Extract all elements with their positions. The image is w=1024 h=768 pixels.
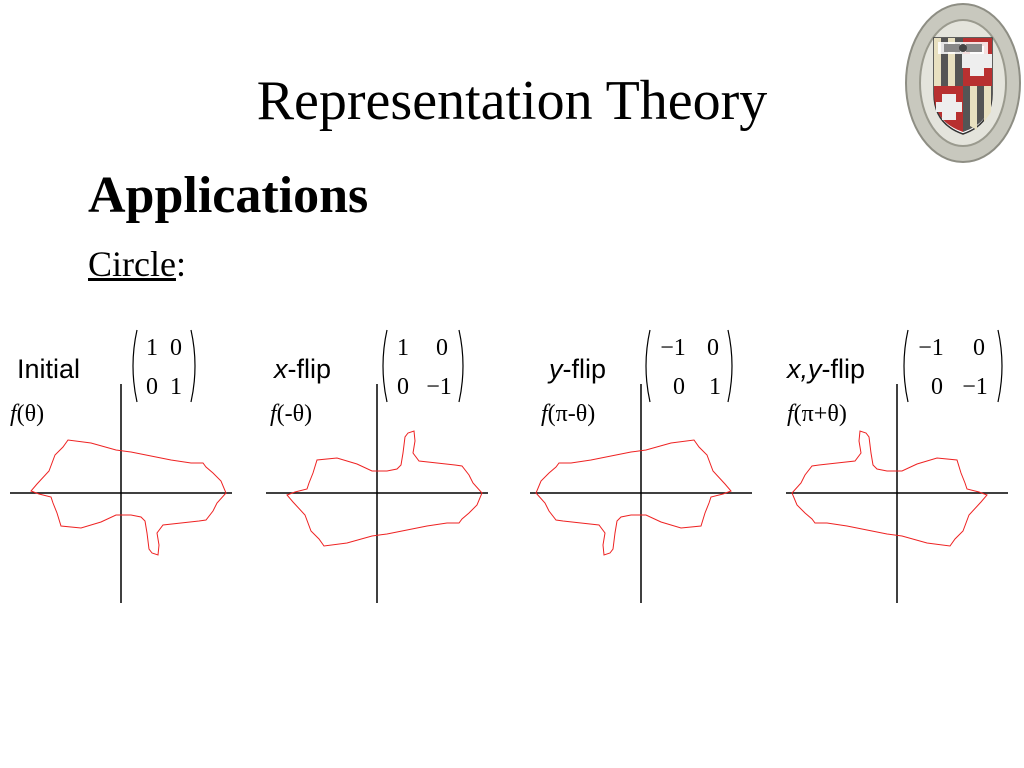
panel-initial-function: f(θ) [10, 401, 45, 427]
matrix-entry: −1 [962, 374, 988, 400]
matrix-entry: 1 [709, 374, 721, 400]
panel-x-flip-label: x-flip [274, 354, 332, 384]
closed-curve [535, 439, 732, 556]
panel-xy-flip-label: x,y-flip [787, 354, 866, 384]
panel-x-flip-matrix: 1 0 0 −1 [382, 329, 464, 403]
closed-curve [30, 439, 227, 556]
matrix-entry: 0 [170, 335, 182, 361]
panel-x-flip-function: f(-θ) [270, 401, 313, 427]
panel-initial-plot [10, 384, 232, 603]
matrix-entry: 1 [170, 374, 182, 400]
matrix-entry: 0 [673, 374, 685, 400]
matrix-entry: 1 [146, 335, 158, 361]
panel-xy-flip-plot [786, 384, 1008, 603]
matrix-entry: 1 [397, 335, 409, 361]
slide-title: Representation Theory [256, 70, 768, 132]
panel-y-flip-label: y-flip [549, 354, 607, 384]
matrix-entry: −1 [426, 374, 452, 400]
panel-xy-flip-matrix: −1 0 0 −1 [903, 329, 1003, 403]
panel-y-flip-function: f(π-θ) [541, 401, 596, 427]
panel-xy-flip-function: f(π+θ) [787, 401, 847, 427]
matrix-entry: −1 [660, 335, 686, 361]
panel-x-flip-plot [266, 384, 488, 603]
matrix-entry: 0 [146, 374, 158, 400]
section-heading: Applications [88, 167, 369, 224]
matrix-entry: 0 [707, 335, 719, 361]
closed-curve [286, 430, 483, 547]
subheading: Circle: [88, 242, 186, 286]
panel-y-flip-matrix: −1 0 0 1 [645, 329, 733, 403]
closed-curve [791, 430, 988, 547]
matrix-entry: 0 [973, 335, 985, 361]
matrix-entry: 0 [931, 374, 943, 400]
matrix-entry: 0 [397, 374, 409, 400]
university-seal-icon [905, 3, 1021, 163]
matrix-entry: −1 [918, 335, 944, 361]
panel-initial-matrix: 1 0 0 1 [132, 329, 196, 403]
subheading-colon: : [175, 244, 186, 284]
matrix-entry: 0 [436, 335, 448, 361]
circle-link[interactable]: Circle [88, 244, 176, 284]
panel-initial-label: Initial [17, 354, 81, 384]
panel-y-flip-plot [530, 384, 752, 603]
